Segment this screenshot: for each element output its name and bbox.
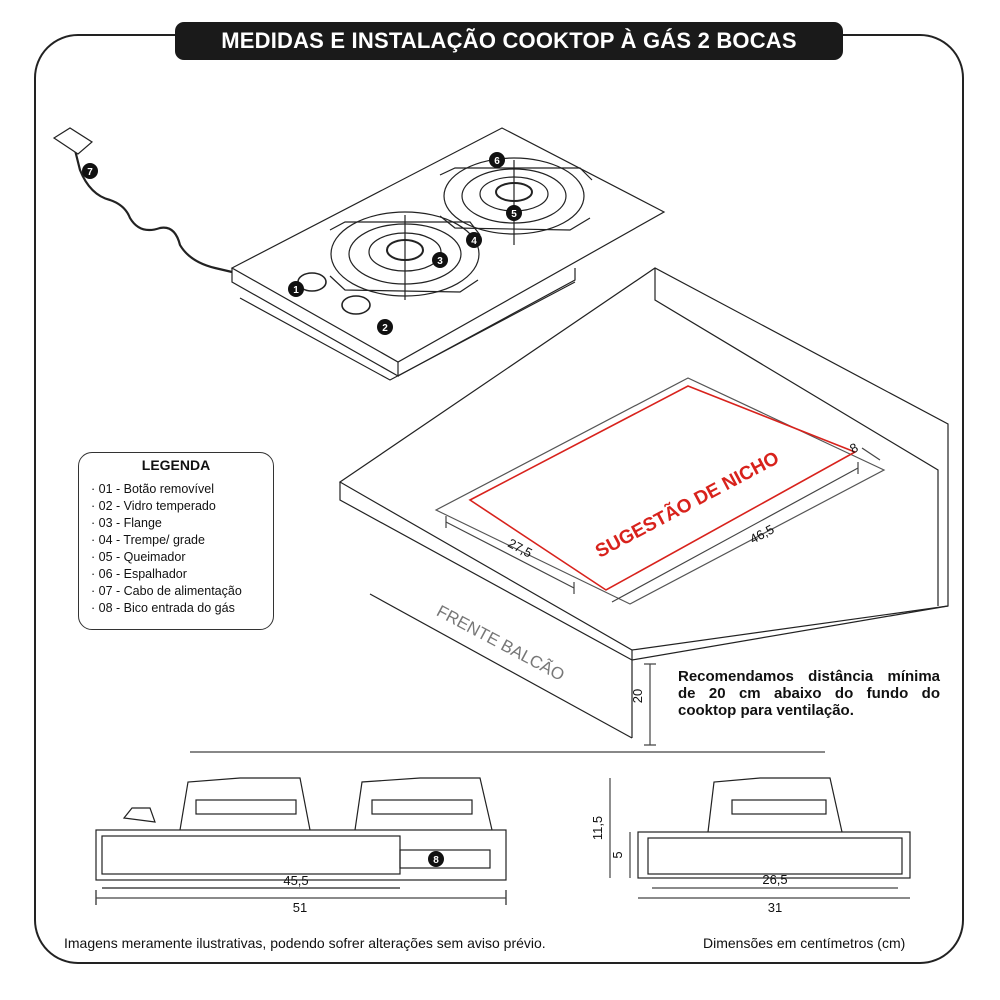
svg-text:7: 7: [87, 167, 93, 178]
legend-title: LEGENDA: [141, 457, 211, 473]
legend-item: · 05 - Queimador: [91, 550, 186, 564]
legend-item: · 03 - Flange: [91, 516, 162, 530]
side-view-illustration: [609, 777, 911, 899]
svg-text:6: 6: [494, 156, 500, 167]
legend-list: · 01 - Botão removível · 02 - Vidro temp…: [91, 481, 273, 617]
niche-outline: [468, 385, 857, 591]
callout-7: 7: [82, 163, 98, 179]
side-total-height: 11,5: [590, 816, 605, 840]
callout-8-front: 8: [428, 851, 444, 867]
callout-5: 5: [506, 205, 522, 221]
cooktop-illustration: [52, 127, 666, 381]
units-note: Dimensões em centímetros (cm): [703, 935, 906, 951]
callout-4: 4: [466, 232, 482, 248]
front-inner-width: 45,5: [283, 873, 308, 888]
svg-text:8: 8: [433, 855, 439, 866]
clearance-label: 20: [630, 689, 645, 703]
svg-text:4: 4: [471, 236, 477, 247]
legend-item: · 08 - Bico entrada do gás: [91, 601, 235, 615]
callout-1: 1: [288, 281, 304, 297]
callout-3: 3: [432, 252, 448, 268]
disclaimer-text: Imagens meramente ilustrativas, podendo …: [64, 935, 546, 951]
legend-item: · 04 - Trempe/ grade: [91, 533, 205, 547]
side-body-height: 5: [610, 851, 625, 858]
legend-item: · 02 - Vidro temperado: [91, 499, 216, 513]
niche-width-label: 46,5: [747, 521, 776, 546]
svg-text:3: 3: [437, 256, 443, 267]
page-title: MEDIDAS E INSTALAÇÃO COOKTOP À GÁS 2 BOC…: [175, 22, 843, 60]
legend-item: · 06 - Espalhador: [91, 567, 187, 581]
svg-text:5: 5: [511, 209, 517, 220]
front-outer-width: 51: [293, 900, 307, 915]
svg-text:2: 2: [382, 323, 388, 334]
side-inner-width: 26,5: [762, 872, 787, 887]
legend-item: · 01 - Botão removível: [91, 482, 214, 496]
callout-6: 6: [489, 152, 505, 168]
svg-text:1: 1: [293, 285, 299, 296]
countertop-illustration: [338, 267, 949, 746]
side-outer-width: 31: [768, 900, 782, 915]
callout-2: 2: [377, 319, 393, 335]
legend-item: · 07 - Cabo de alimentação: [91, 584, 242, 598]
ventilation-note: Recomendamos distância mínima de 20 cm a…: [678, 668, 940, 719]
legend-box: LEGENDA · 01 - Botão removível · 02 - Vi…: [78, 452, 274, 630]
callout-badges: 1 2 3 4 5 6 7 8: [82, 152, 522, 867]
